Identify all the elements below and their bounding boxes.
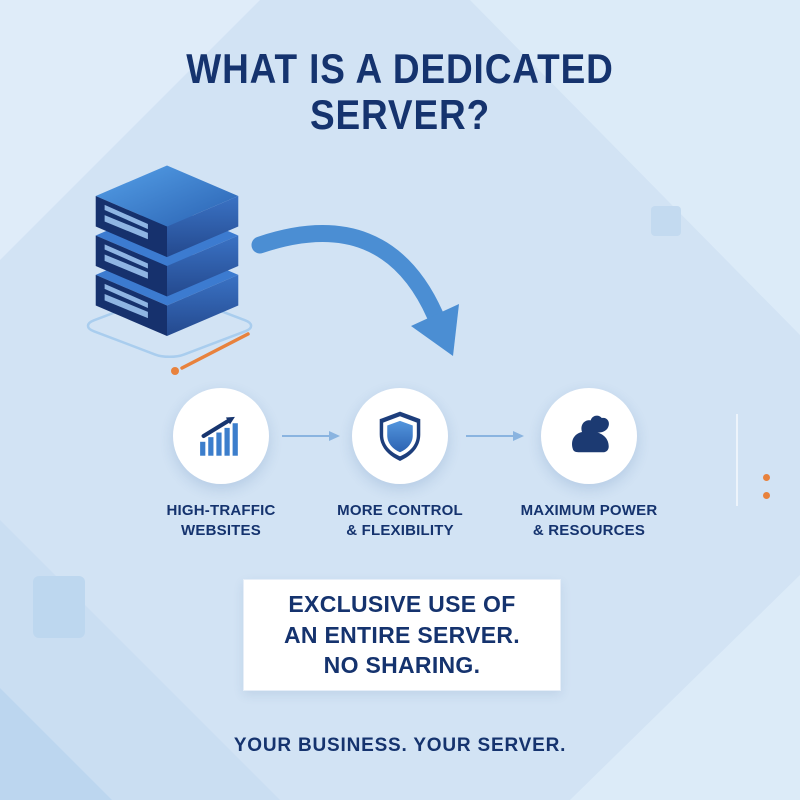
curved-arrow-icon xyxy=(251,225,459,356)
feature-card: MORE CONTROL & FLEXIBILITY xyxy=(310,388,490,540)
server-stack-icon xyxy=(27,165,307,382)
callout-line-2: AN ENTIRE SERVER. xyxy=(284,621,520,648)
shield-icon xyxy=(379,411,421,461)
feature-label-line-2: WEBSITES xyxy=(181,521,261,539)
feature-label-line-1: MAXIMUM POWER xyxy=(520,502,658,519)
feature-label: MAXIMUM POWER & RESOURCES xyxy=(521,501,658,540)
feature-icon-circle xyxy=(173,388,269,484)
feature-card: MAXIMUM POWER & RESOURCES xyxy=(499,388,679,540)
feature-label: HIGH-TRAFFIC WEBSITES xyxy=(166,501,275,540)
feature-label: MORE CONTROL & FLEXIBILITY xyxy=(337,501,463,540)
page-title: WHAT IS A DEDICATED SERVER? xyxy=(48,45,752,139)
feature-label-line-2: & FLEXIBILITY xyxy=(346,521,454,539)
decor-square xyxy=(651,206,681,236)
feature-label-line-1: HIGH-TRAFFIC xyxy=(166,502,276,519)
flex-arm-icon xyxy=(572,415,609,453)
connector-arrow-icon xyxy=(466,431,524,441)
decor-square xyxy=(33,576,85,638)
callout-line-3: NO SHARING. xyxy=(323,652,481,679)
title-line-1: WHAT IS A DEDICATED xyxy=(186,45,614,92)
accent-line xyxy=(171,332,250,375)
feature-label-line-2: & RESOURCES xyxy=(532,521,646,539)
feature-label-line-1: MORE CONTROL xyxy=(337,502,463,519)
footer-tagline: YOUR BUSINESS. YOUR SERVER. xyxy=(233,735,567,756)
accent-dot xyxy=(763,474,770,481)
callout-box: EXCLUSIVE USE OF AN ENTIRE SERVER. NO SH… xyxy=(243,579,561,691)
title-line-2: SERVER? xyxy=(309,91,491,139)
bar-chart-icon xyxy=(200,416,238,456)
decor-vertical-line xyxy=(736,414,738,506)
feature-card: HIGH-TRAFFIC WEBSITES xyxy=(131,388,311,540)
callout-line-1: EXCLUSIVE USE OF xyxy=(288,591,516,618)
accent-dot xyxy=(763,492,770,499)
feature-icon-circle xyxy=(541,388,637,484)
feature-icon-circle xyxy=(352,388,448,484)
connector-arrow-icon xyxy=(282,431,340,441)
